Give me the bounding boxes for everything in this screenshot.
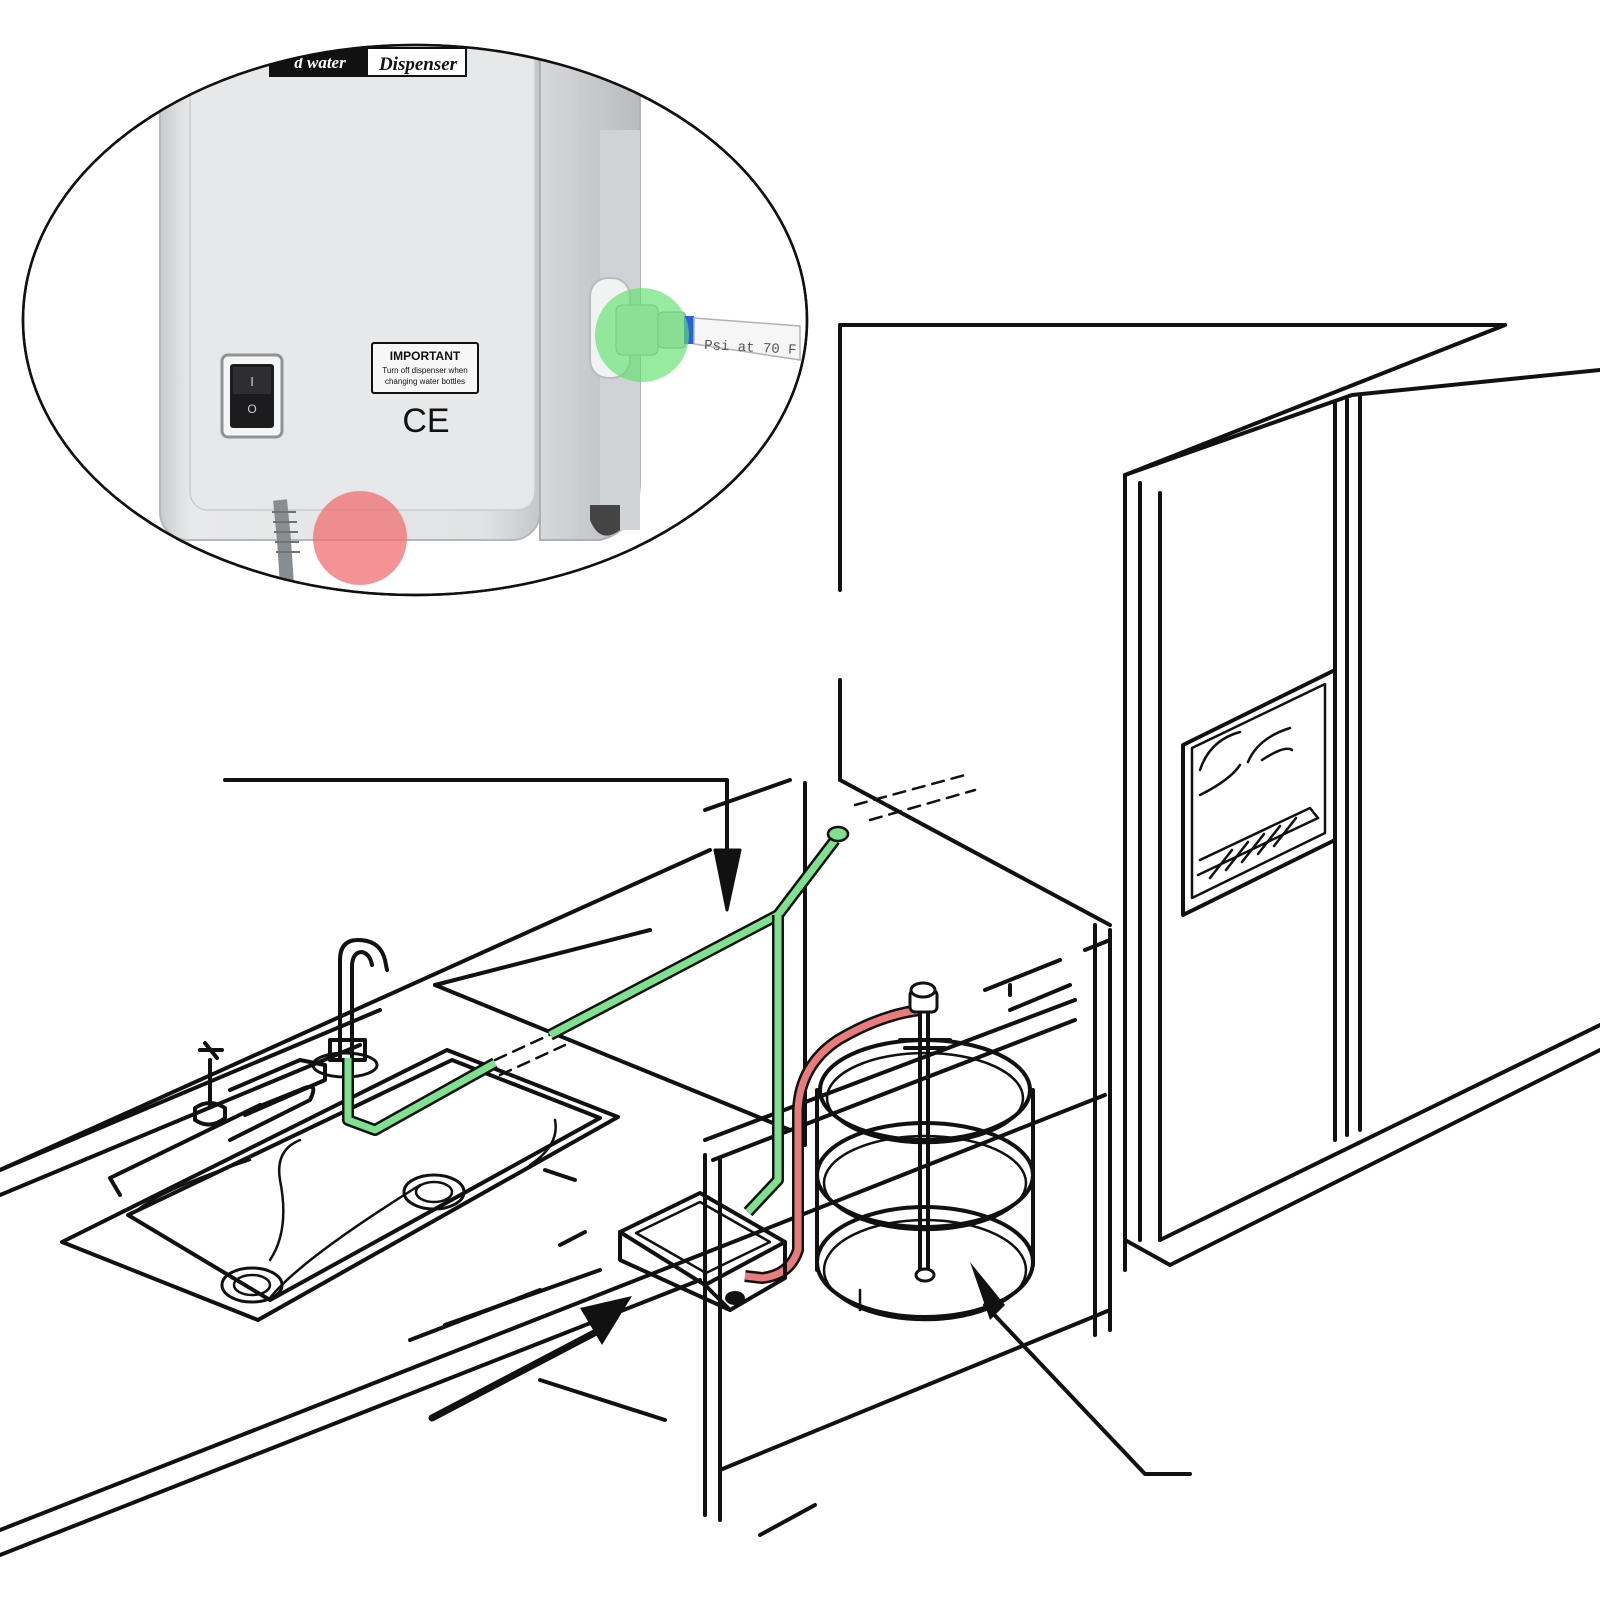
pump-unit [618,1191,787,1312]
drain-left [220,1266,284,1304]
dispenser-closeup-inset: d water Dispenser I O IMPORTANT Turn off… [21,43,809,597]
label-arrow-pump [428,1296,632,1422]
drain-right [402,1173,466,1211]
dispenser-title-label: d water Dispenser [269,47,467,77]
drinking-faucet [311,938,389,1079]
kitchen-sink [60,938,620,1322]
power-cord [273,499,295,595]
important-label: IMPORTANT Turn off dispenser when changi… [371,342,479,394]
cabinet-and-counter [0,768,1112,1557]
dispenser-title-text: Dispenser [378,54,458,75]
label-arrow-bottle [970,1262,1192,1476]
outlet-highlight [595,288,689,382]
important-heading: IMPORTANT [390,349,461,363]
water-bottle [815,981,1035,1322]
switch-off-label: O [247,402,256,416]
switch-on-label: I [250,374,254,389]
ce-mark: CE [402,402,449,440]
power-switch[interactable]: I O [220,353,284,439]
outlet-water-line [342,825,850,1217]
inlet-highlight [313,491,407,585]
fridge-water-dispenser [1181,668,1337,917]
brand-partial-text: d water [294,53,346,72]
inlet-water-line [744,1004,921,1284]
tube-print: Psi at 70 F [704,338,797,359]
label-arrow-outlet [223,778,742,912]
refrigerator [838,323,1600,1272]
pump-housing [159,45,641,541]
important-line-1: Turn off dispenser when [382,366,467,375]
important-line-2: changing water bottles [385,377,465,386]
